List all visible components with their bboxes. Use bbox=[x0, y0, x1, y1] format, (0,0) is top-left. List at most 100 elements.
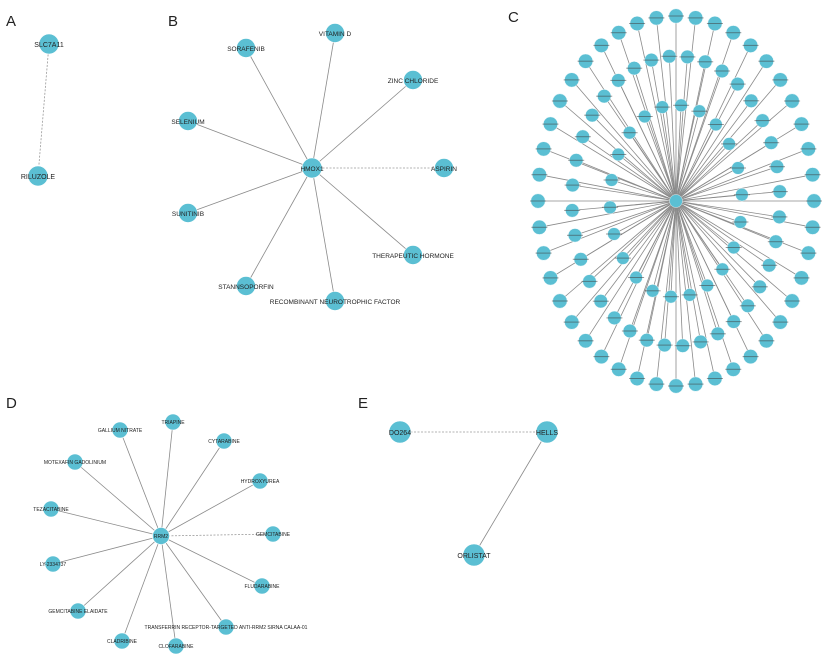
panel-c-edge bbox=[617, 80, 677, 202]
panel-c-node-label-mark bbox=[574, 136, 591, 138]
node-clofarabine bbox=[167, 637, 185, 655]
panel-c-node-label-mark bbox=[733, 194, 750, 196]
panel-c-node-label-mark bbox=[687, 17, 704, 19]
node-motexafin-gadolinium bbox=[66, 453, 84, 471]
panel-e-letter: E bbox=[358, 395, 368, 412]
panel-c-node-label-mark bbox=[530, 200, 546, 202]
panel-c-node-label-mark bbox=[687, 383, 704, 385]
panel-c-node-label-mark bbox=[692, 341, 709, 343]
panel-c-edge bbox=[574, 200, 677, 236]
panel-c-edge bbox=[675, 200, 735, 322]
panel-d-letter: D bbox=[6, 395, 17, 412]
node-riluzole bbox=[27, 165, 49, 187]
panel-c-node-label-mark bbox=[784, 100, 801, 102]
panel-c-node-label-mark bbox=[754, 120, 771, 122]
panel-c-edge bbox=[622, 200, 677, 259]
panel-c-node-label-mark bbox=[572, 258, 589, 260]
panel-c-node-label-mark bbox=[739, 305, 756, 307]
panel-c-edge bbox=[600, 200, 677, 302]
panel-a: A SLC7A11 RILUZOLE bbox=[6, 13, 64, 187]
panel-c-node-label-mark bbox=[714, 268, 731, 270]
panel-c-edge bbox=[675, 61, 706, 202]
label-hells: HELLS bbox=[536, 430, 559, 437]
panel-c-hub-node bbox=[669, 194, 683, 208]
panel-c-edge bbox=[675, 200, 723, 270]
node-stannsoporfin bbox=[236, 276, 256, 296]
panel-c-edge bbox=[644, 116, 677, 202]
panel-c-node-label-mark bbox=[721, 143, 738, 145]
panel-c-node-label-mark bbox=[593, 44, 610, 46]
node-cladribine bbox=[113, 632, 131, 650]
node-sorafenib bbox=[236, 38, 256, 58]
label-rrm2: RRM2 bbox=[154, 534, 168, 540]
panel-c-edge bbox=[572, 184, 677, 202]
panel-c-edge bbox=[675, 148, 809, 202]
panel-c-node-label-mark bbox=[804, 174, 821, 176]
panel-c-node-label-mark bbox=[681, 294, 698, 296]
panel-c-edge bbox=[670, 200, 677, 297]
panel-c-node-label-mark bbox=[674, 345, 691, 347]
panel-c-edge bbox=[675, 167, 739, 202]
panel-c-node-label-mark bbox=[725, 247, 742, 248]
panel-d: D RRM2 TRIAPINE bbox=[6, 395, 308, 655]
panel-c-node-label-mark bbox=[535, 252, 552, 254]
edge-hells-orlistat bbox=[473, 431, 548, 556]
panel-c-node-label-mark bbox=[636, 116, 653, 117]
label-ly-2334737: LY-2334737 bbox=[40, 562, 67, 568]
panel-c-edge bbox=[675, 124, 717, 202]
panel-c-node-label-mark bbox=[551, 100, 568, 102]
label-zinc-chloride: ZINC CHLORIDE bbox=[388, 78, 439, 85]
panel-c-edge bbox=[635, 200, 677, 278]
node-hydroxyurea bbox=[251, 472, 269, 490]
panel-c-edge bbox=[675, 200, 802, 279]
panel-c-node-label-mark bbox=[581, 280, 598, 282]
panel-c-edge bbox=[675, 166, 778, 202]
panel-c-node-label-mark bbox=[772, 321, 789, 323]
panel-c-edge bbox=[646, 200, 677, 341]
panel-c-node-label-mark bbox=[784, 300, 801, 302]
panel-c-edge bbox=[675, 200, 701, 342]
label-slc7a11: SLC7A11 bbox=[34, 42, 64, 49]
panel-c-node-label-mark bbox=[758, 60, 775, 62]
label-hydroxyurea: HYDROXYUREA bbox=[241, 479, 280, 485]
label-calaa-01: TRANSFERRIN RECEPTOR-TARGETED ANTI-RRM2 … bbox=[145, 625, 308, 631]
panel-c-node-label-mark bbox=[697, 61, 714, 63]
panel-c-node-label-mark bbox=[679, 56, 696, 58]
panel-c-node-label-mark bbox=[793, 277, 810, 279]
panel-c-node-label-mark bbox=[673, 104, 690, 106]
panel-c-node-label-mark bbox=[551, 300, 568, 302]
panel-c-edge bbox=[675, 200, 708, 286]
panel-c-node-label-mark bbox=[772, 79, 789, 81]
panel-c-node-label-mark bbox=[661, 55, 678, 57]
panel-b-edges bbox=[187, 32, 444, 302]
panel-c-node-label-mark bbox=[577, 60, 594, 62]
label-orlistat: ORLISTAT bbox=[457, 553, 491, 560]
panel-c-edge bbox=[675, 105, 682, 202]
panel-c-edge bbox=[675, 200, 684, 346]
label-triapine: TRIAPINE bbox=[161, 420, 185, 426]
panel-c-node-label-mark bbox=[648, 383, 665, 385]
panel-c-node-label-mark bbox=[668, 385, 684, 387]
panel-c-node-label-mark bbox=[804, 226, 821, 228]
panel-c-node-label-mark bbox=[602, 206, 619, 208]
panel-c-node-label-mark bbox=[567, 234, 583, 236]
panel-c-node-label-mark bbox=[592, 300, 609, 302]
panel-e: E DO264 HELLS ORLISTAT bbox=[358, 395, 559, 567]
node-tezacitabine bbox=[42, 500, 60, 518]
panel-c-edge bbox=[661, 107, 677, 202]
panel-c-edge bbox=[591, 114, 677, 202]
panel-c-edge bbox=[651, 60, 677, 202]
panel-c-node-label-mark bbox=[626, 67, 643, 69]
panel-c-node-label-mark bbox=[610, 368, 627, 370]
panel-c-node-label-mark bbox=[542, 277, 559, 279]
panel-c-edge bbox=[675, 120, 763, 202]
panel-c-node-label-mark bbox=[729, 83, 746, 85]
panel-c-node-label-mark bbox=[603, 179, 620, 181]
node-hmox1 bbox=[301, 157, 323, 179]
panel-c-node-label-mark bbox=[725, 321, 742, 323]
panel-c-node-label-mark bbox=[793, 123, 810, 125]
panel-c-edge bbox=[585, 200, 677, 342]
panel-c-edge bbox=[668, 56, 677, 202]
label-fludarabine: FLUDARABINE bbox=[244, 584, 280, 590]
